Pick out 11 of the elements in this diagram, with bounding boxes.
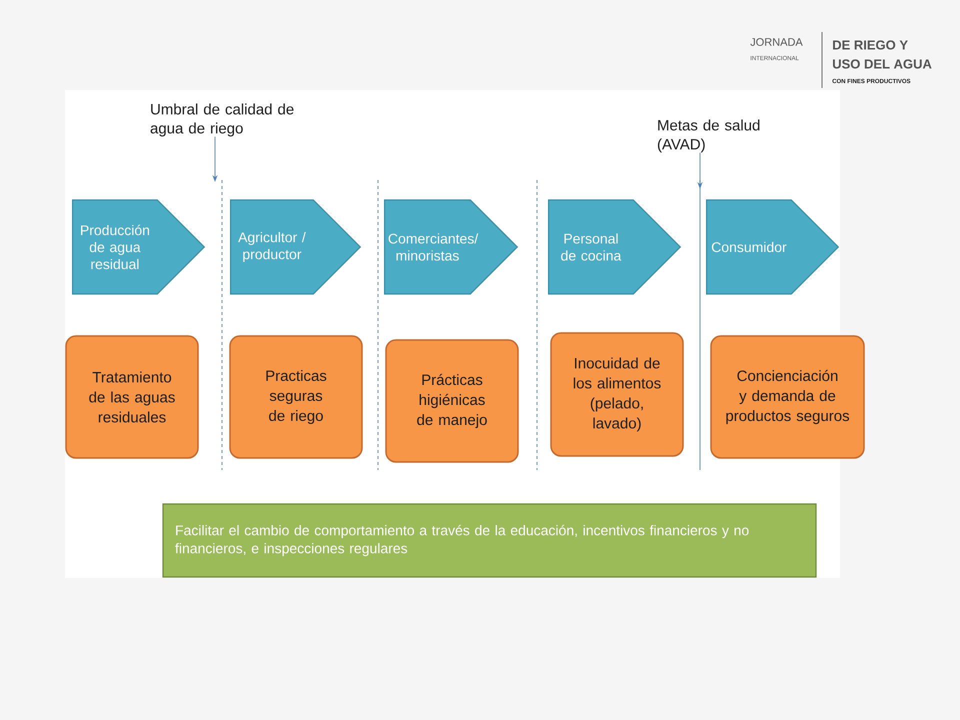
action-box: Prácticas higiénicas de manejo	[385, 339, 519, 463]
banner-box: Facilitar el cambio de comportamiento a través de la educación, incentivos financieros y no financieros, e inspecciones regulares	[162, 503, 817, 578]
action-box: Concienciación y demanda de productos seguros	[710, 335, 865, 459]
action-box: Practicas seguras de riego	[229, 335, 363, 459]
header-text: DE RIEGO Y	[833, 40, 908, 50]
header-text: JORNADA	[750, 38, 803, 46]
threshold-label: Umbral de calidad de agua de riego	[150, 104, 294, 136]
header-text: USO DEL AGUA	[833, 59, 932, 69]
action-box: Inocuidad de los alimentos (pelado, lavado)	[550, 332, 684, 457]
action-box: Tratamiento de las aguas residuales	[65, 335, 199, 459]
threshold-label: Metas de salud (AVAD)	[658, 120, 760, 152]
